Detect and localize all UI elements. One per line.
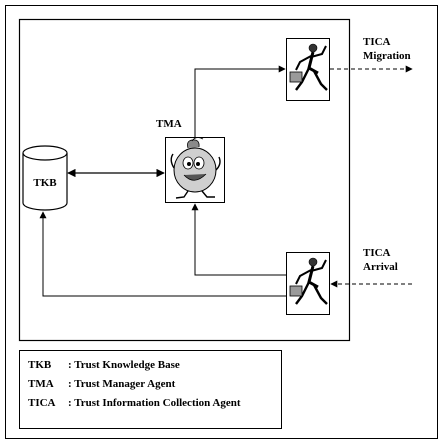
legend-row-tkb: TKB : Trust Knowledge Base bbox=[28, 356, 281, 375]
legend-row-tma: TMA : Trust Manager Agent bbox=[28, 375, 281, 394]
legend-abbr: TMA bbox=[28, 378, 54, 390]
tica-migration-label-line1: TICA bbox=[363, 36, 391, 48]
tica-arrival-to-tma-arrow bbox=[191, 203, 286, 276]
tica-arrival-label-line2: Arrival bbox=[363, 261, 398, 273]
legend-text: : Trust Manager Agent bbox=[68, 378, 176, 390]
tkb-database-icon bbox=[22, 145, 68, 211]
tma-to-tica-migration-arrow bbox=[194, 65, 286, 137]
tica-arrival-label-line1: TICA bbox=[363, 247, 391, 259]
legend-abbr: TKB bbox=[28, 359, 52, 371]
tica-migration-agent-icon bbox=[289, 43, 328, 91]
tica-migration-label-line2: Migration bbox=[363, 50, 411, 62]
tica-arrival-agent-icon bbox=[289, 257, 328, 305]
legend-box: TKB : Trust Knowledge Base TMA : Trust Man… bbox=[19, 350, 282, 429]
outer-frame bbox=[5, 5, 438, 439]
legend-text: : Trust Knowledge Base bbox=[68, 359, 180, 371]
tica-arrival-to-tkb-arrow bbox=[39, 211, 286, 297]
system-boundary bbox=[18, 18, 351, 342]
tma-agent-mascot-icon bbox=[170, 137, 221, 199]
tma-label: TMA bbox=[156, 118, 182, 130]
tkb-label: TKB bbox=[33, 177, 57, 189]
legend-row-tica: TICA : Trust Information Collection Agent bbox=[28, 394, 281, 413]
legend-abbr: TICA bbox=[28, 397, 56, 409]
legend-text: : Trust Information Collection Agent bbox=[68, 397, 241, 409]
